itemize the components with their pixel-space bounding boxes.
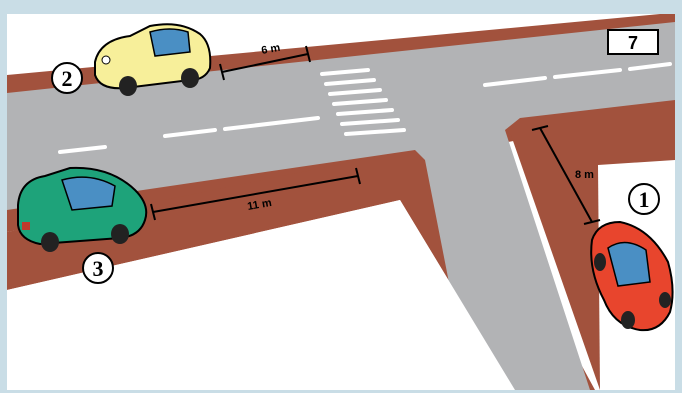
lower-left-block — [7, 200, 515, 390]
vehicle-number-1: 1 — [628, 183, 660, 215]
distance-marker-6m: 6 m — [219, 42, 311, 81]
lane-dash — [163, 128, 217, 138]
lane-dash — [483, 76, 547, 87]
problem-number: 7 — [628, 33, 638, 53]
lane-dash — [223, 116, 320, 131]
green-car — [17, 166, 148, 252]
lane-dash — [628, 62, 672, 71]
red-car — [590, 220, 674, 332]
lane-dash — [553, 68, 622, 79]
problem-number-box: 7 — [607, 29, 659, 55]
svg-text:3: 3 — [93, 256, 104, 281]
distance-label-6m: 6 m — [260, 42, 281, 57]
lane-markings — [58, 62, 672, 154]
lane-dash — [58, 145, 107, 154]
yellow-car — [94, 23, 212, 96]
vehicle-number-2: 2 — [51, 62, 83, 94]
main-road-asphalt — [7, 22, 675, 390]
distance-label-8m: 8 m — [575, 169, 594, 181]
pedestrian-crossing — [320, 68, 406, 136]
svg-text:2: 2 — [62, 66, 73, 91]
distance-marker-11m: 11 m — [150, 167, 361, 221]
distance-marker-8m: 8 m — [531, 125, 601, 225]
distance-label-11m: 11 m — [246, 197, 272, 213]
svg-text:1: 1 — [639, 187, 650, 212]
vehicle-number-3: 3 — [82, 252, 114, 284]
